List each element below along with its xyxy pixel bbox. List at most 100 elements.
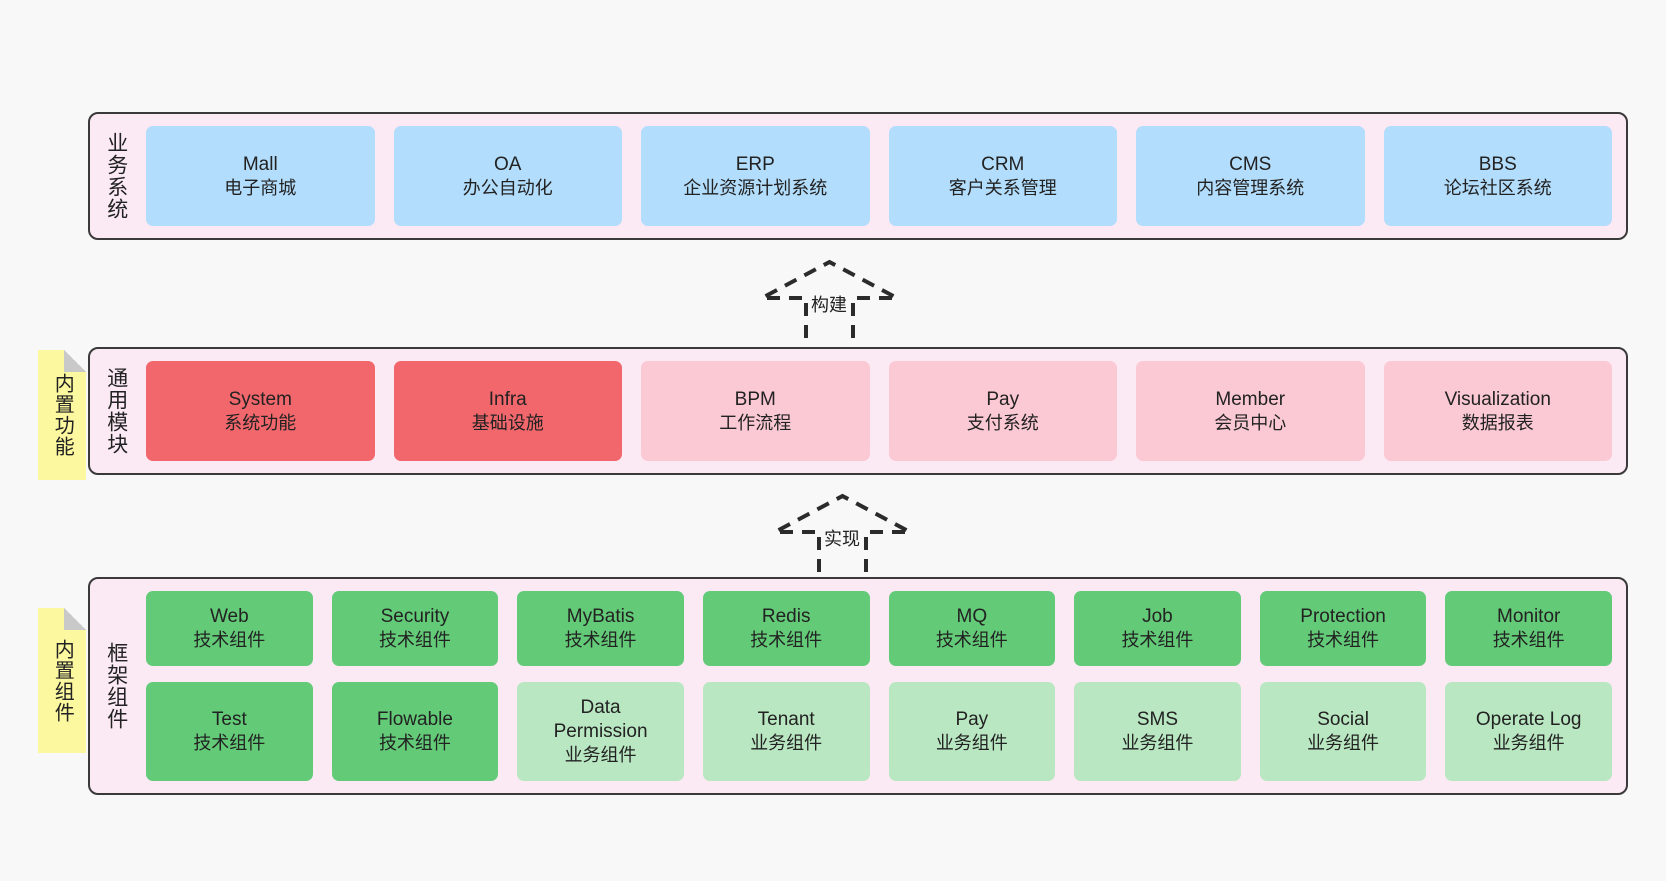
- folded-corner-icon: [64, 608, 86, 630]
- module-subtitle: 会员中心: [1214, 412, 1287, 433]
- component-subtitle: 技术组件: [378, 733, 451, 754]
- module-card-visualization[interactable]: Visualization 数据报表: [1383, 361, 1612, 461]
- component-subtitle: 技术组件: [564, 630, 637, 651]
- connector-implement-label: 实现: [824, 529, 860, 549]
- module-subtitle: 客户关系管理: [948, 177, 1057, 198]
- module-name: Mall: [242, 153, 278, 175]
- component-card-mybatis[interactable]: MyBatis 技术组件: [517, 591, 684, 667]
- component-name: Operate Log: [1475, 709, 1582, 731]
- module-name: System: [228, 388, 292, 410]
- module-subtitle: 电子商城: [224, 177, 297, 198]
- component-name: Test: [211, 709, 247, 731]
- module-name: Pay: [986, 388, 1020, 410]
- module-card-system[interactable]: System 系统功能: [146, 361, 375, 461]
- layer-row: Mall 电子商城 OA 办公自动化 ERP 企业资源计划系统 CRM 客户关系…: [146, 126, 1612, 226]
- component-name: Redis: [761, 606, 811, 628]
- module-subtitle: 系统功能: [224, 412, 297, 433]
- component-name: Monitor: [1497, 606, 1561, 628]
- layer-common-modules: 通用模块 System 系统功能 Infra 基础设施 BPM 工作流程 Pay…: [88, 347, 1628, 475]
- component-card-flowable[interactable]: Flowable 技术组件: [331, 682, 499, 781]
- module-card-bbs[interactable]: BBS 论坛社区系统: [1383, 126, 1612, 226]
- component-card-redis[interactable]: Redis 技术组件: [702, 591, 870, 667]
- note-tag-label: 内置组件: [51, 638, 74, 723]
- note-tag-builtin-function: 内置功能: [38, 350, 86, 480]
- component-card-monitor[interactable]: Monitor 技术组件: [1445, 591, 1612, 667]
- component-card-web[interactable]: Web 技术组件: [146, 591, 313, 667]
- component-name: Web: [209, 606, 249, 628]
- module-subtitle: 内容管理系统: [1196, 177, 1305, 198]
- layer-row: Test 技术组件 Flowable 技术组件 Data Permission …: [146, 682, 1612, 781]
- component-card-mq[interactable]: MQ 技术组件: [888, 591, 1056, 667]
- module-subtitle: 工作流程: [719, 412, 792, 433]
- component-name: MQ: [956, 606, 988, 628]
- folded-corner-icon: [64, 350, 86, 372]
- component-name: Protection: [1300, 606, 1386, 628]
- component-subtitle: 业务组件: [1121, 733, 1194, 754]
- module-name: CRM: [981, 153, 1025, 175]
- note-tag-builtin-component: 内置组件: [38, 608, 86, 753]
- layer-body-framework: Web 技术组件 Security 技术组件 MyBatis 技术组件 Redi…: [142, 579, 1626, 793]
- component-card-security[interactable]: Security 技术组件: [331, 591, 499, 667]
- layer-title-framework: 框架组件: [104, 642, 128, 730]
- component-name: MyBatis: [566, 606, 635, 628]
- module-card-crm[interactable]: CRM 客户关系管理: [888, 126, 1117, 226]
- component-name: Job: [1142, 606, 1173, 628]
- component-name: Pay: [955, 709, 989, 731]
- component-subtitle: 业务组件: [1307, 733, 1380, 754]
- module-subtitle: 论坛社区系统: [1443, 177, 1552, 198]
- layer-business-systems: 业务系统 Mall 电子商城 OA 办公自动化 ERP 企业资源计划系统 CRM…: [88, 112, 1628, 240]
- module-name: BPM: [734, 388, 776, 410]
- component-name: Security: [380, 606, 450, 628]
- module-card-infra[interactable]: Infra 基础设施: [393, 361, 622, 461]
- module-card-bpm[interactable]: BPM 工作流程: [641, 361, 870, 461]
- component-card-pay[interactable]: Pay 业务组件: [888, 682, 1056, 781]
- module-name: Visualization: [1444, 388, 1551, 410]
- component-subtitle: 业务组件: [1492, 733, 1565, 754]
- module-card-oa[interactable]: OA 办公自动化: [393, 126, 622, 226]
- layer-body-common: System 系统功能 Infra 基础设施 BPM 工作流程 Pay 支付系统…: [142, 349, 1626, 473]
- component-name: Data Permission: [553, 697, 648, 743]
- layer-title-business: 业务系统: [104, 132, 128, 220]
- module-subtitle: 数据报表: [1461, 412, 1534, 433]
- component-card-data-permission[interactable]: Data Permission 业务组件: [517, 682, 684, 781]
- module-card-mall[interactable]: Mall 电子商城: [146, 126, 375, 226]
- layer-framework-components: 框架组件 Web 技术组件 Security 技术组件 MyBatis 技术组件…: [88, 577, 1628, 795]
- module-subtitle: 企业资源计划系统: [683, 177, 828, 198]
- note-tag-label: 内置功能: [51, 373, 74, 457]
- module-card-cms[interactable]: CMS 内容管理系统: [1136, 126, 1365, 226]
- component-card-test[interactable]: Test 技术组件: [146, 682, 313, 781]
- component-card-sms[interactable]: SMS 业务组件: [1074, 682, 1241, 781]
- connector-build-label: 构建: [811, 295, 847, 315]
- component-subtitle: 业务组件: [564, 745, 637, 766]
- component-subtitle: 技术组件: [193, 630, 266, 651]
- component-card-tenant[interactable]: Tenant 业务组件: [702, 682, 870, 781]
- layer-body-business: Mall 电子商城 OA 办公自动化 ERP 企业资源计划系统 CRM 客户关系…: [142, 114, 1626, 238]
- component-name: Social: [1317, 709, 1369, 731]
- module-subtitle: 支付系统: [966, 412, 1039, 433]
- module-subtitle: 基础设施: [471, 412, 544, 433]
- component-subtitle: 技术组件: [193, 733, 266, 754]
- module-name: Member: [1215, 388, 1286, 410]
- module-subtitle: 办公自动化: [462, 177, 553, 198]
- module-card-member[interactable]: Member 会员中心: [1136, 361, 1365, 461]
- component-card-job[interactable]: Job 技术组件: [1074, 591, 1241, 667]
- component-card-social[interactable]: Social 业务组件: [1259, 682, 1427, 781]
- component-name: Flowable: [376, 709, 453, 731]
- component-subtitle: 业务组件: [750, 733, 823, 754]
- component-subtitle: 技术组件: [378, 630, 451, 651]
- module-card-erp[interactable]: ERP 企业资源计划系统: [641, 126, 870, 226]
- component-subtitle: 技术组件: [750, 630, 823, 651]
- layer-title-common: 通用模块: [104, 367, 128, 455]
- component-subtitle: 技术组件: [1492, 630, 1565, 651]
- component-subtitle: 技术组件: [1121, 630, 1194, 651]
- module-name: BBS: [1478, 153, 1517, 175]
- module-card-pay[interactable]: Pay 支付系统: [888, 361, 1117, 461]
- module-name: OA: [494, 153, 522, 175]
- component-subtitle: 技术组件: [935, 630, 1008, 651]
- component-card-operate-log[interactable]: Operate Log 业务组件: [1445, 682, 1612, 781]
- component-card-protection[interactable]: Protection 技术组件: [1259, 591, 1427, 667]
- component-name: SMS: [1136, 709, 1179, 731]
- component-name: Tenant: [757, 709, 815, 731]
- layer-row: System 系统功能 Infra 基础设施 BPM 工作流程 Pay 支付系统…: [146, 361, 1612, 461]
